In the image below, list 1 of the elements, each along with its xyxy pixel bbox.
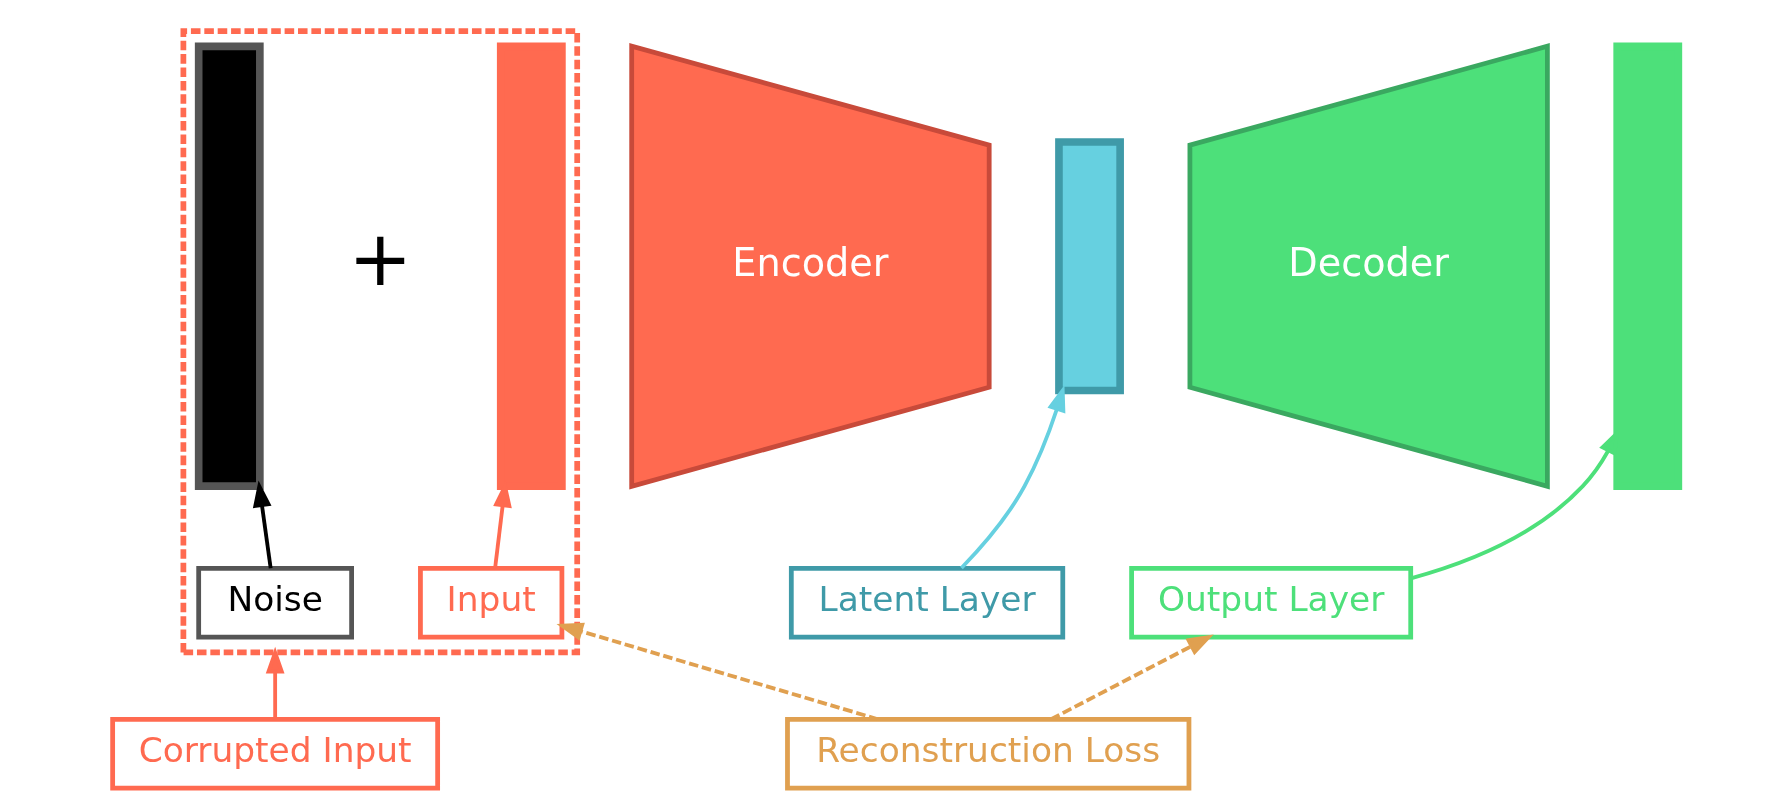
label: + bbox=[347, 214, 412, 304]
